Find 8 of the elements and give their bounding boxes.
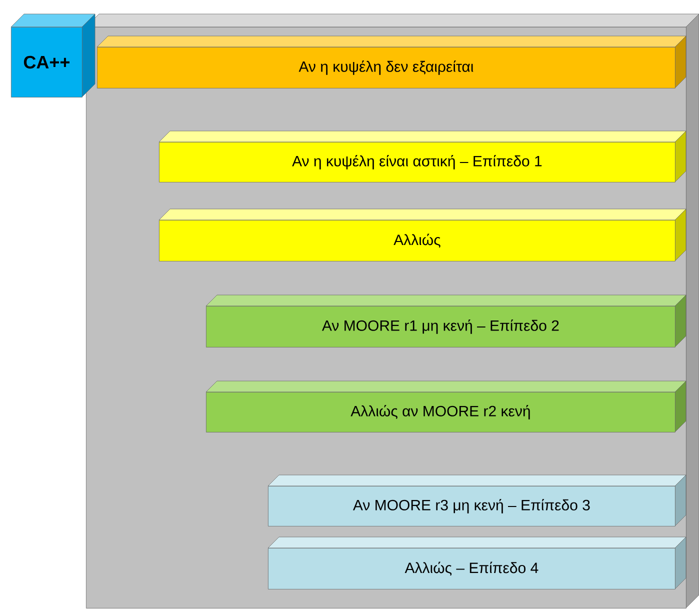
condition-bar: Αν MOORE r3 μη κενή – Επίπεδο 3 — [268, 474, 686, 526]
condition-bar: Αλλιώς — [158, 208, 686, 262]
condition-bar: Αν η κυψέλη δεν εξαιρείται — [96, 36, 686, 88]
condition-bar: Αν η κυψέλη είναι αστική – Επίπεδο 1 — [158, 130, 686, 182]
condition-bar: Αλλιώς αν MOORE r2 κενή — [206, 380, 686, 432]
condition-bar: Αλλιώς – Επίπεδο 4 — [268, 536, 686, 590]
label-cube: CA++ — [10, 14, 96, 98]
condition-bar: Αν MOORE r1 μη κενή – Επίπεδο 2 — [206, 294, 686, 348]
